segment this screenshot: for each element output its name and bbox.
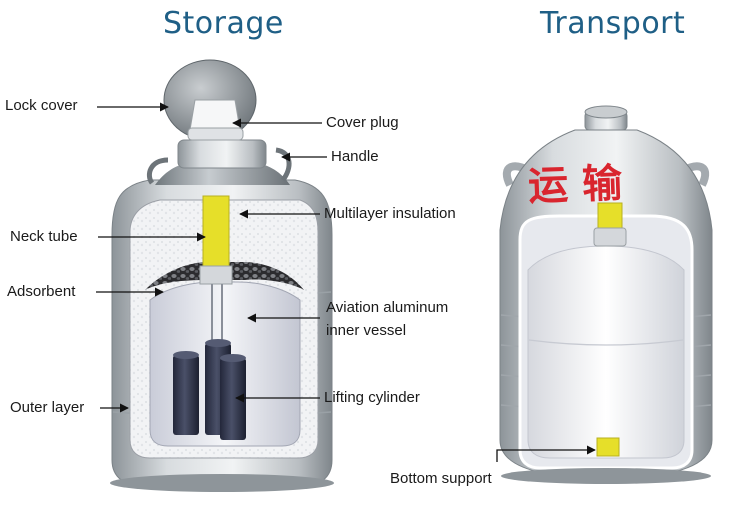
storage-lifting-cylinders (173, 339, 246, 440)
label-handle: Handle (331, 148, 379, 165)
label-bottom-support: Bottom support (390, 470, 492, 487)
transport-tank (499, 105, 713, 484)
transport-tank-lettering: 运输 (527, 160, 637, 210)
transport-inner-vessel (527, 245, 685, 459)
storage-tank (110, 59, 334, 492)
label-adsorbent: Adsorbent (7, 283, 76, 300)
label-cover-plug: Cover plug (326, 114, 399, 131)
transport-neck-tube (597, 202, 623, 230)
storage-cover-plug (189, 99, 241, 131)
leader-lines (96, 102, 596, 462)
transport-bottom-support (596, 437, 620, 457)
label-multilayer-insulation: Multilayer insulation (324, 205, 456, 222)
leader-bottom-support (496, 445, 596, 462)
label-neck-tube: Neck tube (10, 228, 78, 245)
label-lock-cover: Lock cover (5, 97, 78, 114)
label-lifting-cylinder: Lifting cylinder (324, 389, 420, 406)
label-inner-vessel-line1: Aviation aluminum (326, 299, 449, 316)
label-outer-layer: Outer layer (10, 399, 85, 416)
title-transport: Transport (540, 6, 686, 41)
label-inner-vessel-line2: inner vessel (326, 322, 407, 339)
title-storage: Storage (163, 6, 284, 41)
storage-neck-tube (202, 195, 230, 269)
storage-handle-left (146, 157, 169, 185)
